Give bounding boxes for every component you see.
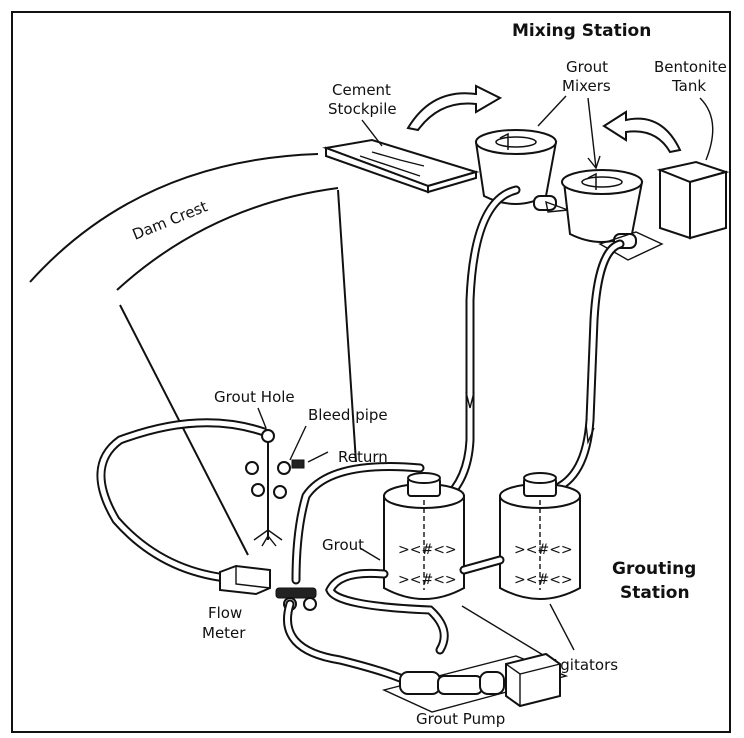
bentonite-label-line2: Tank [671,77,706,95]
flow-meter [220,566,270,594]
bentonite-tank [660,162,726,238]
flow-meter-label-line1: Flow [208,604,242,622]
svg-text:><#<>: ><#<> [398,542,457,558]
bentonite-label-line1: Bentonite [654,58,727,76]
svg-text:><#<>: ><#<> [514,572,573,588]
svg-text:><#<>: ><#<> [398,572,457,588]
grout-pump-label: Grout Pump [416,710,505,728]
grout-mixers-label-line1: Grout [566,58,608,76]
grouting-station-label-line2: Station [620,583,690,603]
mixing-station-title: Mixing Station [512,21,651,41]
cement-label-line1: Cement [332,81,391,99]
grout-mixers-label-line2: Mixers [562,77,611,95]
flow-meter-label-line2: Meter [202,624,246,642]
agitator-tank-2: ><#<> ><#<> [500,473,580,599]
cement-label-line2: Stockpile [328,100,397,118]
bleed-pipe-label: Bleed pipe [308,406,388,424]
grout-label: Grout [322,536,364,554]
return-label: Return [338,448,388,466]
svg-text:><#<>: ><#<> [514,542,573,558]
grout-hole-label: Grout Hole [214,388,295,406]
agitator-tank-1: ><#<> ><#<> [384,473,464,599]
grouting-station-label-line1: Grouting [612,559,696,579]
